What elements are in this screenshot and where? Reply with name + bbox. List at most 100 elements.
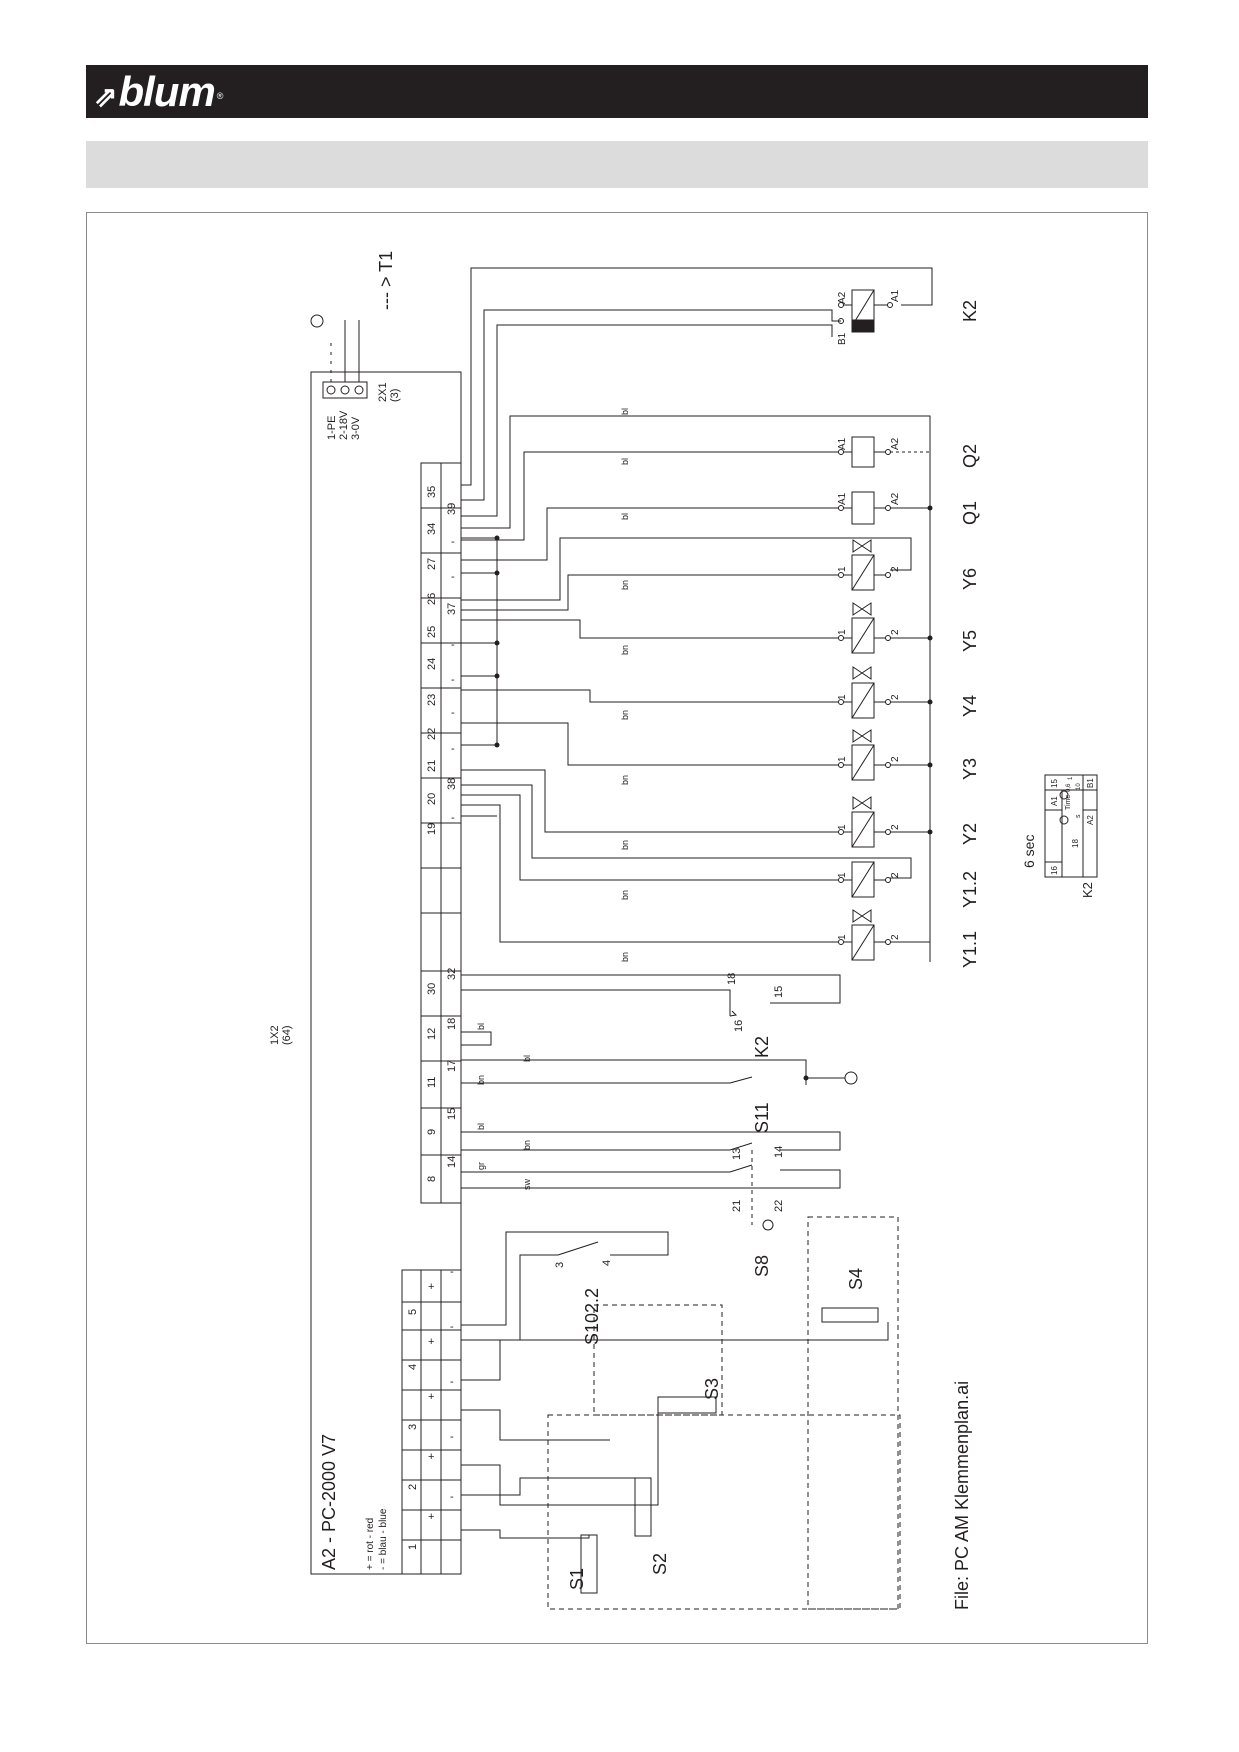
minus-24: -	[451, 674, 455, 686]
k2-b1: B1	[837, 332, 848, 345]
term-8: 8	[426, 1176, 438, 1182]
plus-1: +	[428, 1511, 434, 1523]
wire-bl-17: bl	[522, 1055, 532, 1062]
minus-22: -	[451, 743, 455, 755]
connector-2x1-pins: (3)	[389, 389, 401, 402]
label-q1: Q1	[960, 501, 980, 525]
wire-bl-15: bl	[476, 1123, 486, 1130]
s102-3: 3	[554, 1262, 566, 1268]
term-32: 32	[446, 968, 458, 980]
term-22: 22	[426, 728, 438, 740]
label-s4: S4	[846, 1268, 866, 1290]
label-y2: Y2	[960, 823, 980, 845]
term-34: 34	[426, 523, 438, 535]
k2c-15: 15	[773, 986, 785, 998]
wire-bl-18: bl	[476, 1023, 486, 1030]
connector-1x2-pins: (64)	[281, 1025, 293, 1045]
wire-bn-y4: bn	[620, 710, 630, 720]
term-30: 30	[426, 983, 438, 995]
file-name: File: PC AM Klemmenplan.ai	[952, 1381, 972, 1610]
terminal-strip-sensors	[401, 1269, 462, 1575]
minus-s3: -	[450, 1376, 454, 1388]
timer-a1: A1	[1050, 796, 1059, 806]
timer-box	[1044, 774, 1098, 878]
label-q2: Q2	[960, 444, 980, 468]
y4-p1: 1	[837, 694, 848, 700]
s102-4: 4	[601, 1260, 613, 1266]
supply-0v: 3-0V	[350, 416, 362, 440]
wire-bn-y5: bn	[620, 645, 630, 655]
to-t1: --- > T1	[376, 251, 396, 310]
ground-icon-supply	[310, 314, 324, 328]
connector-2x1-name: 2X1	[377, 382, 389, 402]
wire-sw: sw	[522, 1179, 532, 1191]
blum-arrow-icon: ⇗	[94, 81, 117, 112]
timer-s: s	[1075, 814, 1082, 818]
minus-27: -	[451, 536, 455, 548]
k2c-16: 16	[733, 1020, 745, 1032]
y2-p2: 2	[890, 824, 901, 830]
y5-p2: 2	[890, 629, 901, 635]
minus-20: -	[451, 812, 455, 824]
y3-p1: 1	[837, 756, 848, 762]
term-39: 39	[446, 503, 458, 515]
timer-a2: A2	[1086, 815, 1095, 825]
header-bar: ⇗blum®	[86, 65, 1148, 118]
term-14: 14	[446, 1156, 458, 1168]
y5-p1: 1	[837, 629, 848, 635]
plus-3: +	[428, 1391, 434, 1403]
q1-a2: A2	[890, 492, 901, 505]
term-35: 35	[426, 486, 438, 498]
term-25: 25	[426, 626, 438, 638]
y12-p2: 2	[890, 872, 901, 878]
sensor-term-2: 2	[407, 1484, 419, 1490]
plus-4: +	[428, 1336, 434, 1348]
wire-bl-q1: bl	[620, 513, 630, 520]
timer-t3: 10	[1076, 783, 1082, 790]
timer-15: 15	[1050, 779, 1059, 788]
term-27: 27	[426, 558, 438, 570]
term-15: 15	[446, 1108, 458, 1120]
wire-bn-y11: bn	[620, 952, 630, 962]
sensor-term-4: 4	[407, 1364, 419, 1370]
legend-minus: - = blau - blue	[378, 1508, 389, 1570]
sensor-term-3: 3	[407, 1424, 419, 1430]
wire-bn-y12: bn	[620, 890, 630, 900]
term-38: 38	[446, 778, 458, 790]
wire-bl-q2: bl	[620, 458, 630, 465]
wire-bn-y3: bn	[620, 775, 630, 785]
supply-pe: 1-PE	[326, 416, 338, 440]
term-24: 24	[426, 658, 438, 670]
timer-t1: 0,6	[1066, 783, 1072, 792]
title-bar	[86, 141, 1148, 188]
label-y11: Y1.1	[960, 931, 980, 968]
wire-bn-9: bn	[522, 1140, 532, 1150]
controller-title: A2 - PC-2000 V7	[319, 1434, 339, 1570]
wire-gr: gr	[476, 1162, 486, 1170]
term-12: 12	[426, 1028, 438, 1040]
sensor-term-1: 1	[407, 1544, 419, 1550]
timer-b1: B1	[1086, 778, 1095, 788]
blum-logo: ⇗blum®	[94, 68, 223, 115]
ground-icon-s11	[844, 1071, 858, 1085]
plus-5: +	[428, 1281, 434, 1293]
term-9: 9	[426, 1129, 438, 1135]
minus-s1: -	[450, 1491, 454, 1503]
s8-13: 13	[731, 1148, 743, 1160]
wire-bn-11: bn	[476, 1075, 486, 1085]
y11-p2: 2	[890, 934, 901, 940]
minus-s5: -	[450, 1266, 454, 1278]
term-21: 21	[426, 760, 438, 772]
controller-box	[310, 371, 462, 1575]
y11-p1: 1	[837, 934, 848, 940]
q2-a1: A1	[837, 437, 848, 450]
sensor-term-5: 5	[407, 1309, 419, 1315]
q1-a1: A1	[837, 492, 848, 505]
minus-25: -	[451, 639, 455, 651]
term-37: 37	[446, 603, 458, 615]
label-y3: Y3	[960, 758, 980, 780]
s8-21: 21	[731, 1200, 743, 1212]
s8-22: 22	[773, 1200, 785, 1212]
y6-p2: 2	[890, 566, 901, 572]
